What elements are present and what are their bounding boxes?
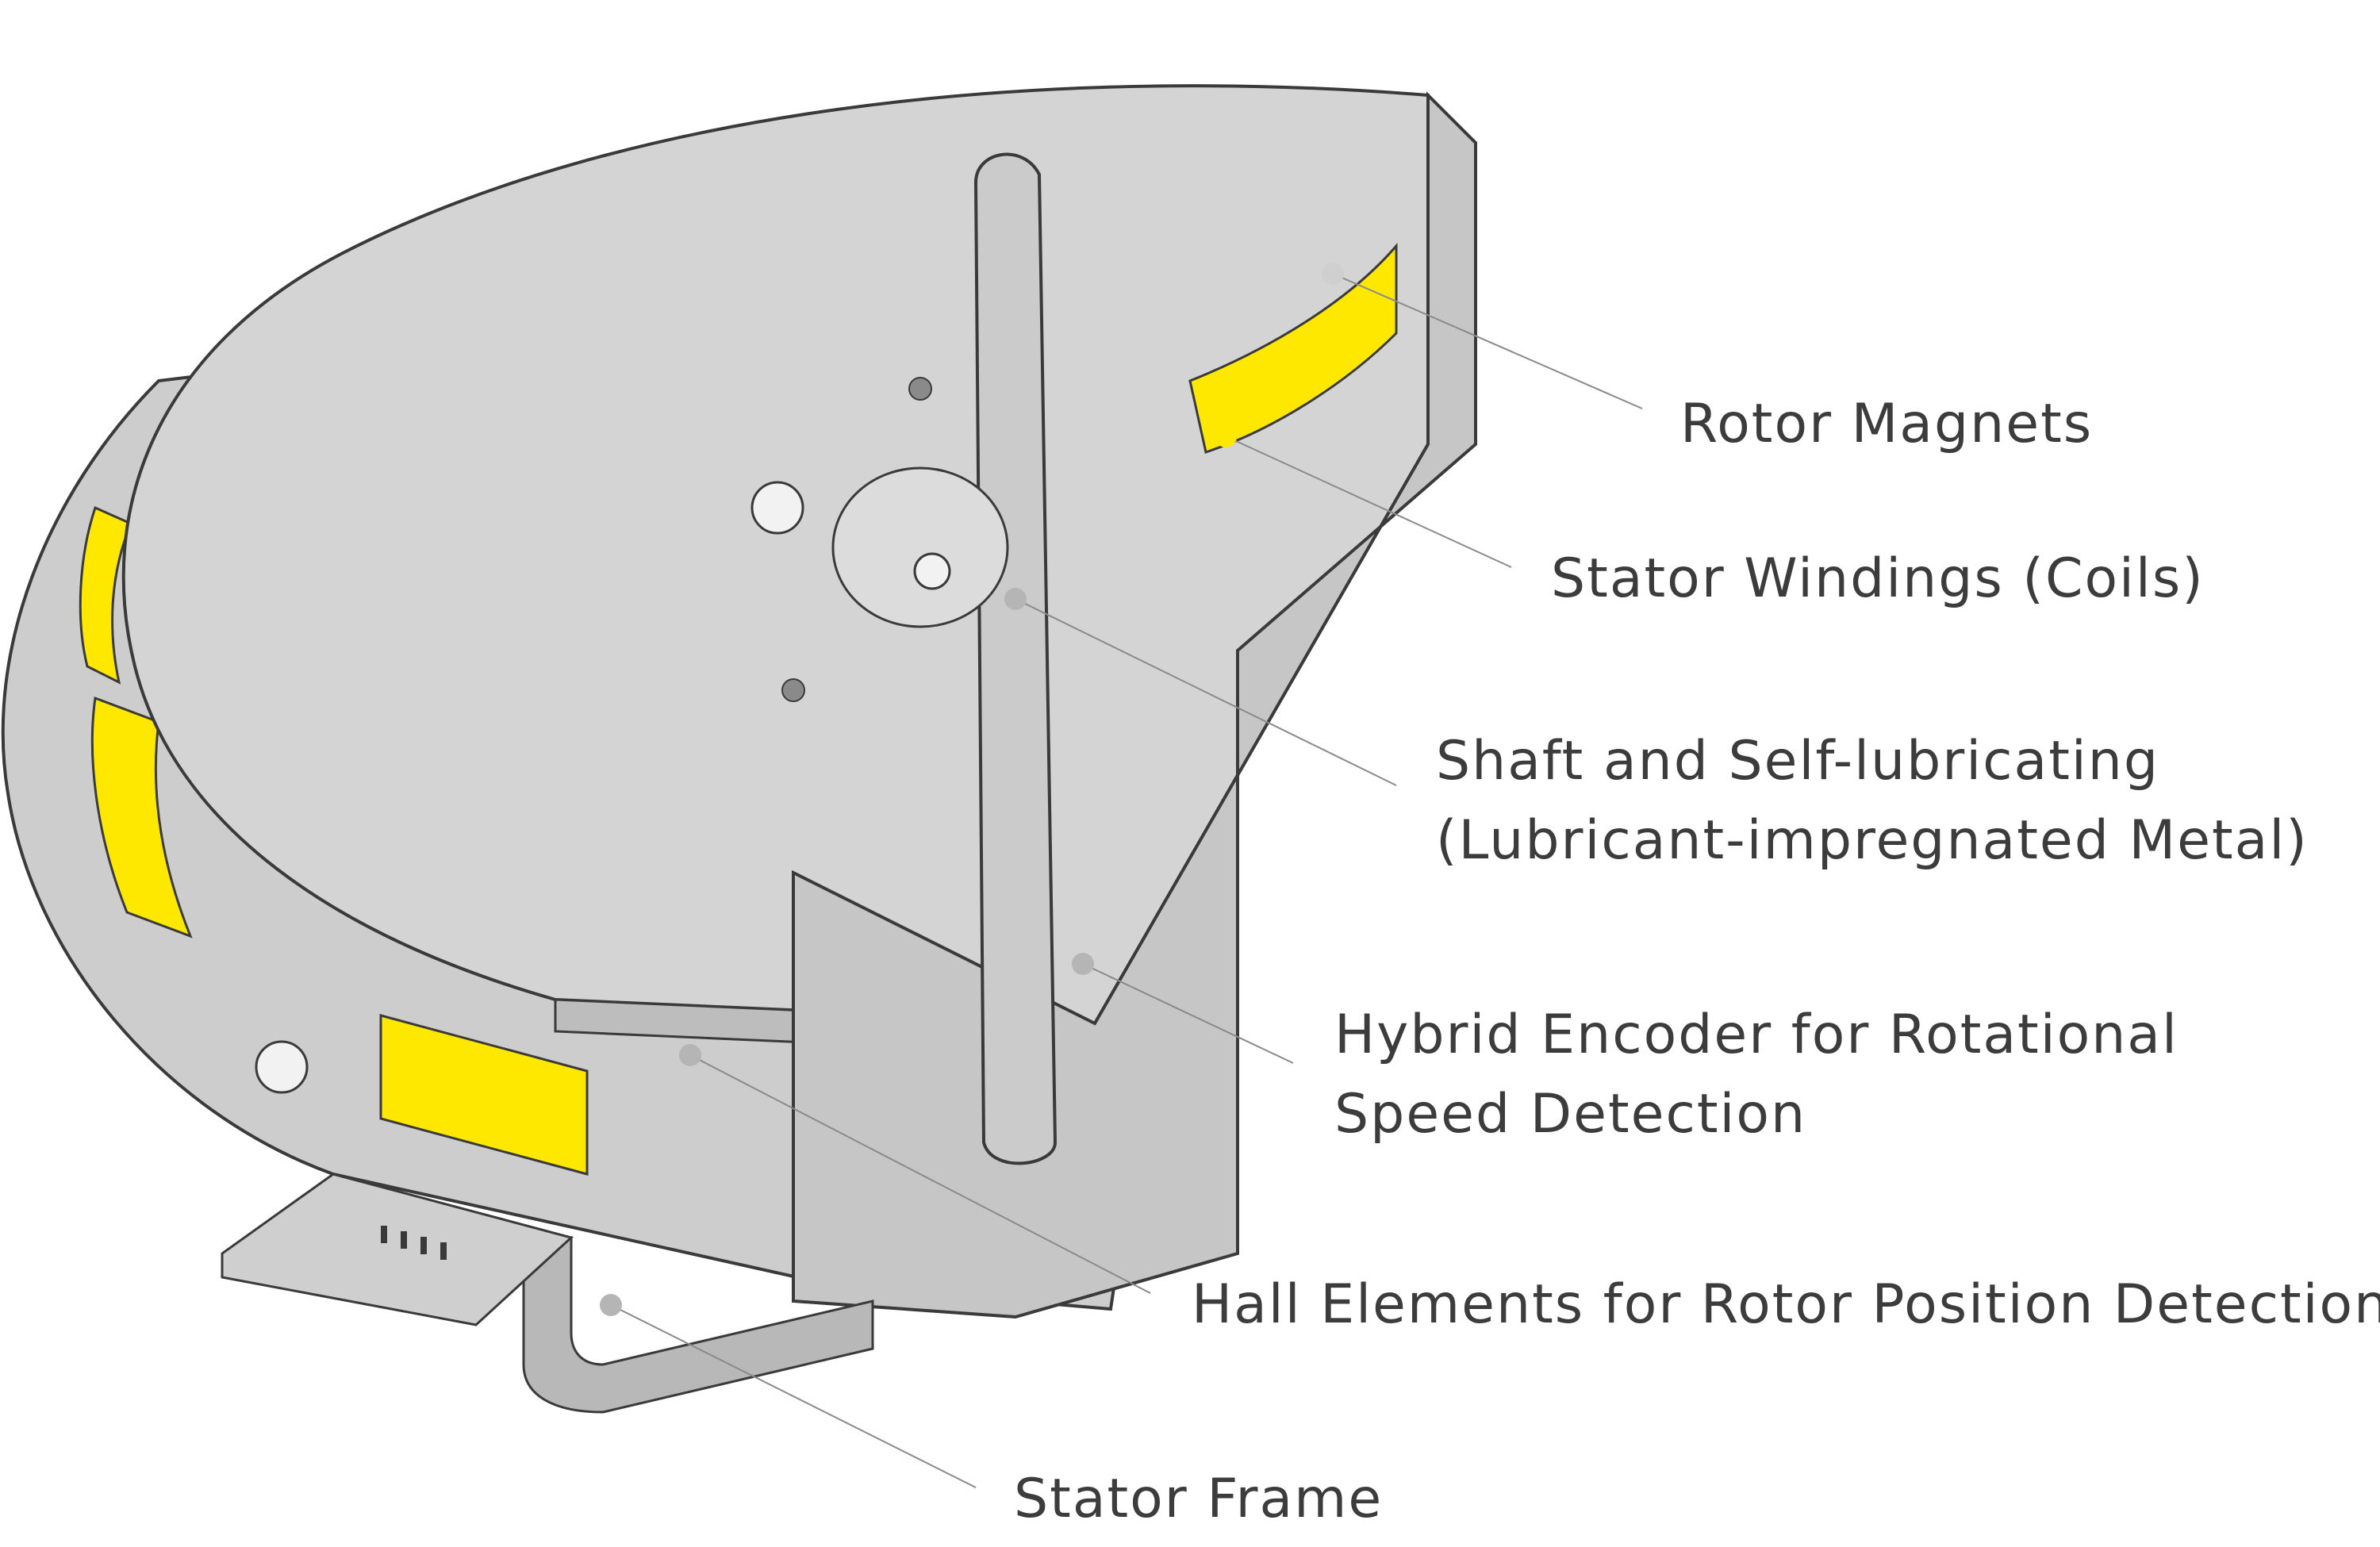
hub-collar xyxy=(831,466,1009,628)
callout-hall-elements: Hall Elements for Rotor Position Detecti… xyxy=(1192,1265,2380,1345)
screw-icon xyxy=(913,552,951,590)
callout-hybrid-encoder: Hybrid Encoder for Rotational Speed Dete… xyxy=(1334,996,2178,1154)
callout-line: Rotor Magnets xyxy=(1680,393,2094,455)
mounting-hole xyxy=(908,377,932,401)
circuit-board-tab xyxy=(221,1173,574,1326)
leader-lines xyxy=(610,273,1643,1488)
callout-line: Hall Elements for Rotor Position Detecti… xyxy=(1192,1273,2380,1336)
screw-icon xyxy=(750,481,804,535)
callout-rotor-magnets: Rotor Magnets xyxy=(1680,385,2093,464)
callout-line: Stator Windings (Coils) xyxy=(1551,547,2205,610)
cutaway-housing xyxy=(792,91,1477,1319)
connector-pins xyxy=(381,1226,447,1260)
callout-line: Hybrid Encoder for Rotational xyxy=(1334,1004,2178,1066)
callout-line: Stator Frame xyxy=(1014,1468,1384,1530)
callout-line: Speed Detection xyxy=(1334,1083,1807,1146)
callout-stator-frame: Stator Frame xyxy=(1014,1460,1383,1539)
screw-icon xyxy=(255,1040,309,1094)
rotor-disc-top xyxy=(121,84,1430,1026)
stator-frame-channel xyxy=(522,1235,874,1414)
coil-lower-front xyxy=(379,1014,589,1176)
callout-line: (Lubricant-impregnated Metal) xyxy=(1436,809,2309,872)
shaft xyxy=(973,152,1058,1165)
coil-left-lower xyxy=(90,696,193,939)
rotor-magnet-coil xyxy=(1188,242,1398,454)
callout-stator-windings: Stator Windings (Coils) xyxy=(1551,539,2205,619)
callout-shaft: Shaft and Self-lubricating (Lubricant-im… xyxy=(1436,722,2309,881)
callout-line: Shaft and Self-lubricating xyxy=(1436,730,2160,793)
coil-left-upper xyxy=(79,505,132,685)
mounting-hole xyxy=(781,678,805,702)
leader-dots xyxy=(600,263,1344,1316)
